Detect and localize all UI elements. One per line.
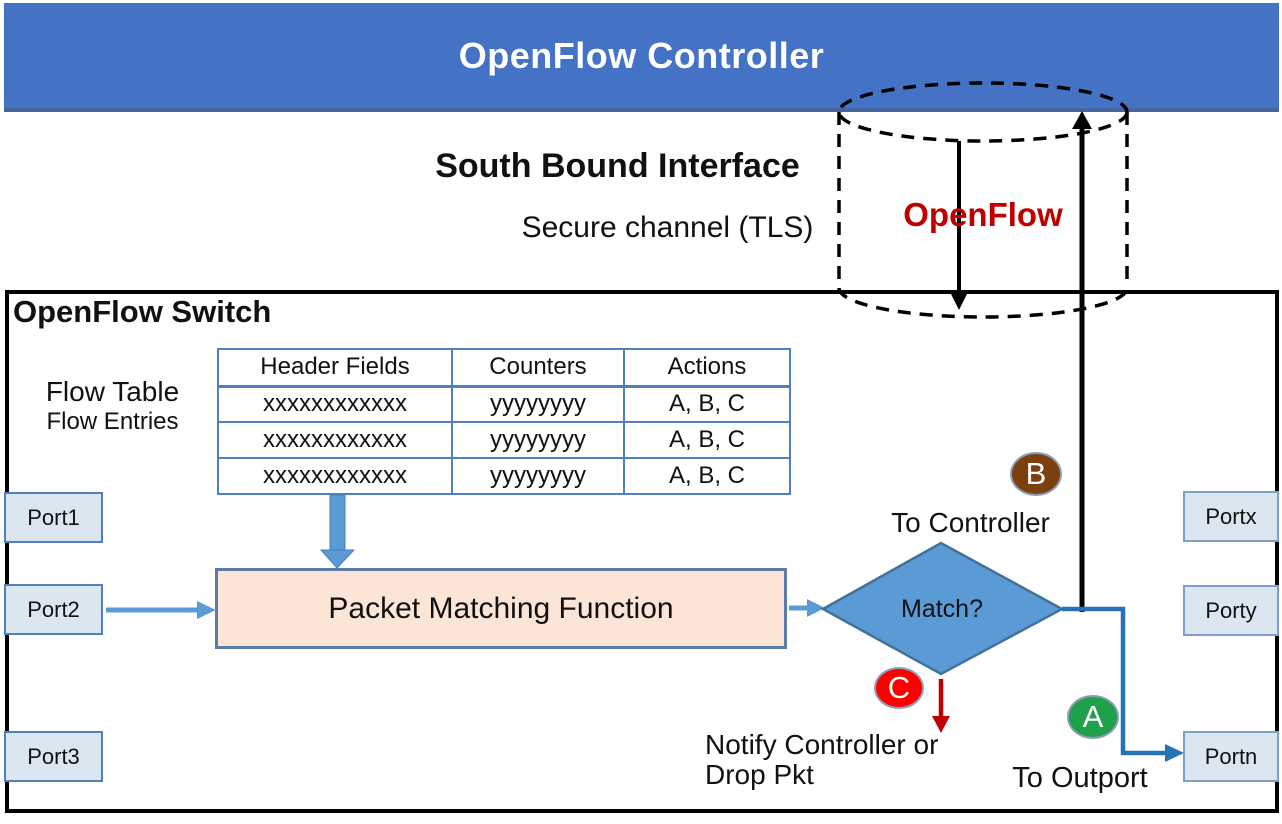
flow-table-caption: Flow Table — [45, 376, 180, 407]
table-row: xxxxxxxxxxxx yyyyyyyy A, B, C — [217, 385, 791, 423]
port1-label: Port1 — [27, 504, 80, 530]
openflow-protocol-label: OpenFlow — [903, 196, 1063, 233]
table-row: xxxxxxxxxxxx yyyyyyyy A, B, C — [217, 457, 791, 495]
porty-label: Porty — [1205, 597, 1257, 623]
portn-label: Portn — [1204, 743, 1258, 769]
controller-title: OpenFlow Controller — [458, 34, 825, 76]
to-controller-label: To Controller — [891, 507, 1050, 538]
notify-controller-label: Notify Controller or — [705, 729, 939, 760]
secure-channel-label: Secure channel (TLS) — [521, 211, 814, 244]
drop-pkt-label: Drop Pkt — [705, 759, 814, 790]
marker-b-letter: B — [1025, 456, 1047, 491]
portn-box: Portn — [1183, 731, 1279, 782]
marker-b-badge: B — [1010, 452, 1062, 496]
cell-header-fields: xxxxxxxxxxxx — [217, 385, 453, 423]
marker-a-badge: A — [1067, 695, 1119, 739]
cell-counters: yyyyyyyy — [451, 385, 625, 423]
to-outport-label: To Outport — [1012, 762, 1148, 794]
port3-label: Port3 — [27, 743, 80, 769]
cell-header-fields: xxxxxxxxxxxx — [217, 421, 453, 459]
portx-box: Portx — [1183, 491, 1279, 542]
packet-matching-function-box: Packet Matching Function — [215, 568, 787, 649]
flow-table-header-row: Header Fields Counters Actions — [217, 348, 791, 388]
cell-header-fields: xxxxxxxxxxxx — [217, 457, 453, 495]
cell-actions: A, B, C — [623, 457, 791, 495]
marker-c-badge: C — [874, 667, 924, 709]
port1-box: Port1 — [4, 492, 103, 543]
porty-box: Porty — [1183, 585, 1279, 636]
portx-label: Portx — [1205, 503, 1257, 529]
table-row: xxxxxxxxxxxx yyyyyyyy A, B, C — [217, 421, 791, 459]
controller-banner: OpenFlow Controller — [4, 3, 1279, 112]
marker-a-letter: A — [1082, 699, 1104, 734]
match-question-label: Match? — [901, 595, 983, 623]
cell-actions: A, B, C — [623, 421, 791, 459]
port3-box: Port3 — [4, 731, 103, 782]
flow-entries-caption: Flow Entries — [46, 408, 179, 435]
col-counters: Counters — [451, 348, 625, 388]
packet-matching-function-label: Packet Matching Function — [328, 591, 674, 625]
flow-table: Header Fields Counters Actions xxxxxxxxx… — [217, 348, 791, 495]
port2-label: Port2 — [27, 596, 80, 622]
marker-c-letter: C — [887, 670, 911, 705]
cell-counters: yyyyyyyy — [451, 457, 625, 495]
cell-actions: A, B, C — [623, 385, 791, 423]
cell-counters: yyyyyyyy — [451, 421, 625, 459]
southbound-interface-title: South Bound Interface — [435, 147, 800, 185]
port2-box: Port2 — [4, 584, 103, 635]
openflow-switch-title: OpenFlow Switch — [13, 294, 272, 329]
col-actions: Actions — [623, 348, 791, 388]
col-header-fields: Header Fields — [217, 348, 453, 388]
